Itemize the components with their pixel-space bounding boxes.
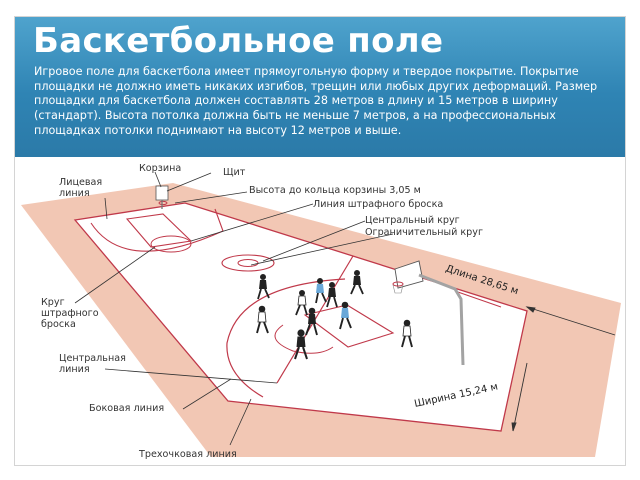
player [401, 319, 413, 348]
near-key [303, 304, 395, 348]
basketball-court-diagram: Лицевая линия Корзина Щит Высота до коль… [21, 163, 621, 460]
far-backboard [155, 185, 169, 201]
center-circle [221, 254, 275, 272]
label-ft-circle-2: штрафного [41, 308, 99, 319]
far-three-point-line [90, 208, 224, 252]
players [256, 270, 413, 360]
label-sideline: Боковая линия [89, 403, 164, 414]
right-post [418, 273, 465, 366]
far-rim [158, 200, 168, 206]
court-surface [73, 202, 528, 432]
label-center-line-2: линия [59, 364, 90, 375]
player [256, 305, 269, 334]
label-center-line: Центральная [59, 353, 126, 364]
label-baseline-2: линия [59, 188, 90, 199]
label-ft-circle: Круг [41, 297, 65, 308]
far-free-throw-circle [150, 235, 192, 253]
label-rim-height: Высота до кольца корзины 3,05 м [249, 185, 421, 196]
label-center-circle: Центральный круг [365, 215, 460, 226]
right-baseline-mark [454, 290, 502, 308]
dimension-arrows [511, 306, 616, 432]
player [326, 282, 338, 308]
near-free-throw-arc [274, 324, 334, 354]
label-basket: Корзина [139, 163, 181, 174]
label-restraining-circle: Ограничительный круг [365, 227, 483, 238]
label-ft-circle-3: броска [41, 319, 76, 330]
label-free-throw-line: Линия штрафного броска [313, 199, 443, 210]
near-three-point-line [226, 278, 346, 398]
label-baseline: Лицевая [59, 177, 102, 188]
player [257, 274, 270, 300]
label-three-point-line: Трехочковая линия [138, 449, 237, 460]
slide-description: Игровое поле для баскетбола имеет прямоу… [34, 65, 598, 137]
label-backboard: Щит [223, 167, 246, 178]
restraining-circle [237, 259, 259, 267]
player [350, 270, 364, 295]
right-net [392, 284, 404, 294]
leader-lines [74, 171, 394, 446]
slide-header [15, 17, 625, 157]
player [294, 329, 308, 360]
slide-title: Баскетбольное поле [33, 21, 444, 61]
player [315, 278, 327, 304]
player [295, 290, 308, 316]
right-rim [392, 281, 404, 287]
player [339, 301, 352, 330]
player [305, 307, 318, 336]
